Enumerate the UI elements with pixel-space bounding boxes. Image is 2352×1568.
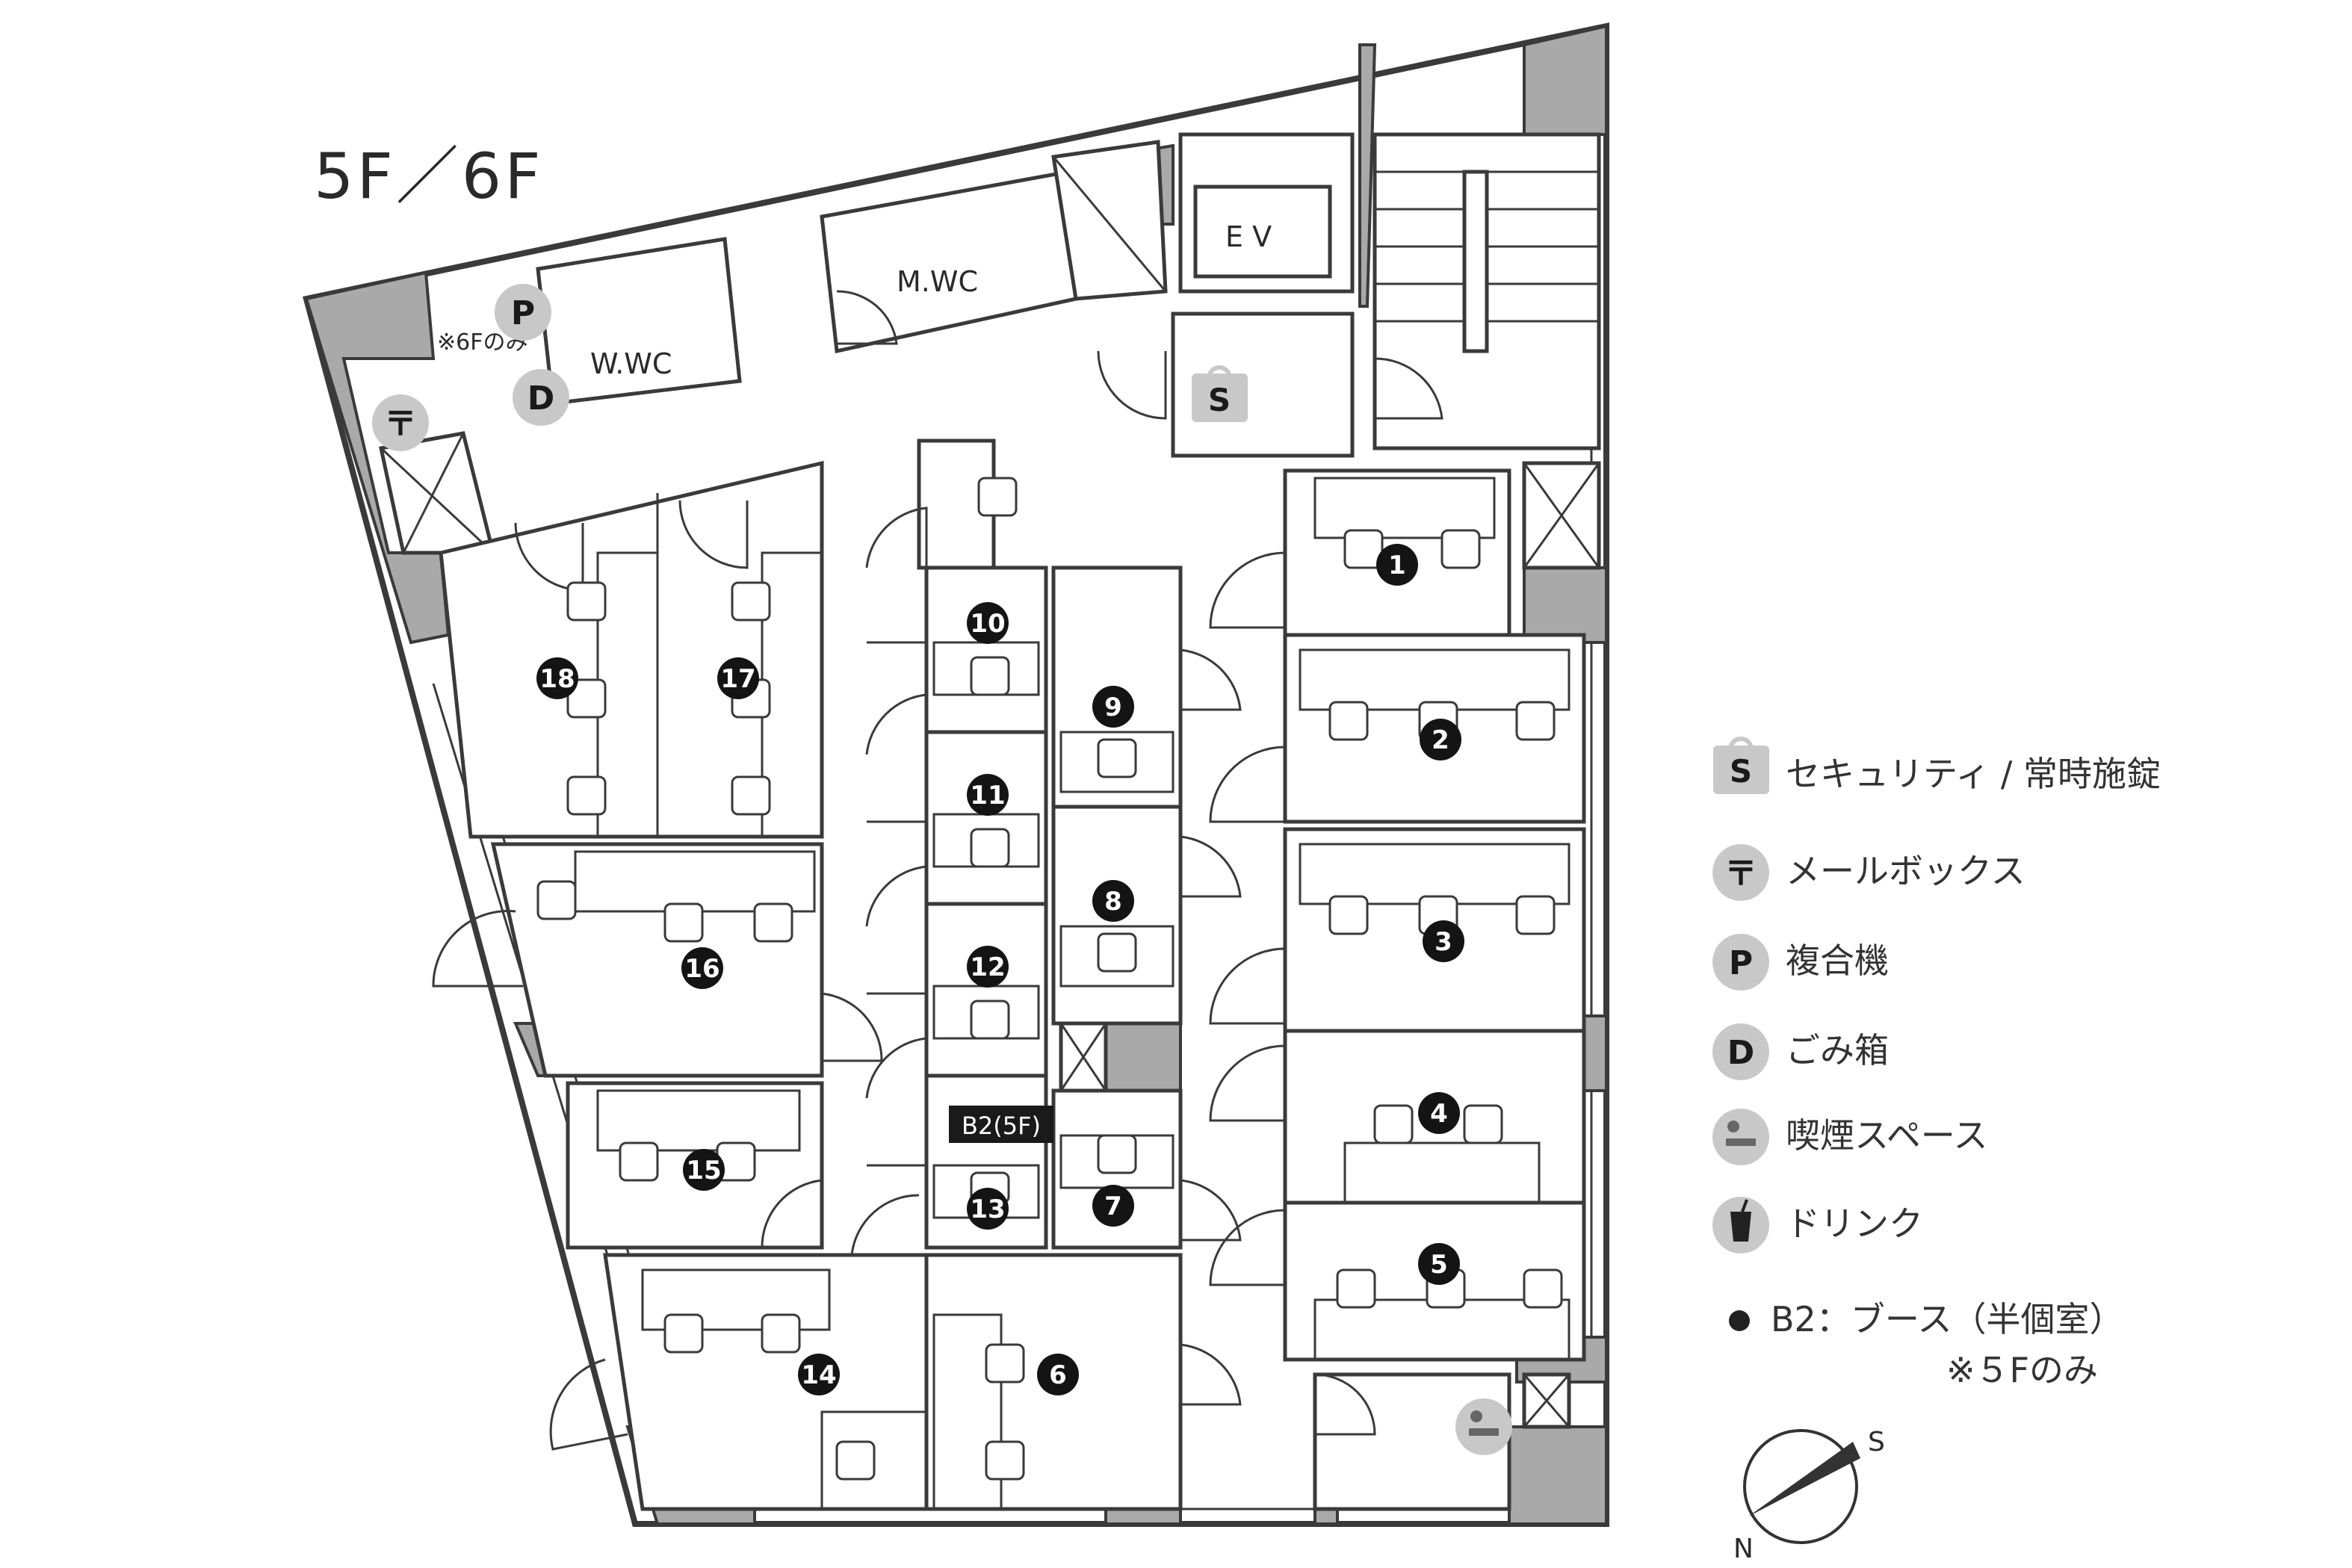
room-number-dot (1376, 544, 1418, 586)
room-number-dot (967, 946, 1009, 988)
smoking-icon (1455, 1398, 1512, 1455)
room-number-label: 16 (684, 954, 719, 984)
legend-booth: B2：ブース（半個室） ※５Fのみ (1729, 1299, 2124, 1390)
doors (432, 290, 1443, 1451)
bullet-icon (1729, 1310, 1750, 1331)
room-number-label: 6 (1049, 1360, 1067, 1390)
svg-text:S: S (1868, 1427, 1885, 1457)
legend: S セキュリティ / 常時施錠 〒 メールボックス P 複合機 D ごみ箱 喫煙… (1712, 737, 2161, 1390)
room-number-dot (967, 602, 1009, 644)
svg-text:※５Fのみ: ※５Fのみ (1946, 1350, 2098, 1390)
svg-text:S: S (1208, 382, 1231, 418)
legend-mailbox: 〒 メールボックス (1712, 844, 2025, 901)
svg-text:S: S (1730, 753, 1752, 790)
room-number-dot (798, 1354, 840, 1395)
svg-text:〒: 〒 (384, 405, 417, 443)
room-number-label: 18 (539, 664, 575, 694)
room-number-label: 2 (1432, 725, 1449, 755)
mailbox-legend-icon (1712, 844, 1769, 901)
room-number-dot (1092, 880, 1134, 922)
svg-text:ごみ箱: ごみ箱 (1786, 1030, 1889, 1070)
room-number-label: 4 (1430, 1099, 1448, 1129)
svg-text:P: P (511, 294, 535, 332)
room-number-label: 5 (1430, 1250, 1448, 1280)
floor-title: 5F／6F (314, 140, 544, 213)
lock-icon (1713, 746, 1769, 794)
compass: N S (1733, 1427, 1885, 1564)
room-number-label: 17 (720, 664, 755, 694)
room-number-label: 8 (1104, 887, 1122, 917)
trash-icon: D (513, 369, 569, 426)
b2-label: B2(5F) (962, 1112, 1041, 1140)
room-number-label: 1 (1388, 551, 1406, 580)
compass-needle-icon (1748, 1442, 1860, 1516)
legend-drink: ドリンク (1712, 1197, 1923, 1254)
svg-text:P: P (1729, 944, 1753, 982)
svg-text:D: D (1727, 1034, 1755, 1072)
printer-legend-icon (1712, 934, 1769, 991)
room-number-dot (1092, 1185, 1134, 1227)
room-number-dot (717, 657, 759, 699)
wwc-label: W.WC (590, 347, 672, 380)
legend-printer: P 複合機 (1712, 934, 1889, 991)
svg-text:複合機: 複合機 (1786, 941, 1889, 981)
svg-text:B2：ブース（半個室）: B2：ブース（半個室） (1771, 1299, 2124, 1339)
room-number-label: 10 (970, 609, 1005, 639)
room-number-dot (967, 1188, 1009, 1230)
room-number-label: 3 (1435, 927, 1452, 957)
mwc-label: M.WC (897, 265, 978, 298)
trash-legend-icon (1712, 1023, 1769, 1080)
svg-text:セキュリティ / 常時施錠: セキュリティ / 常時施錠 (1786, 754, 2161, 794)
room-number-label: 7 (1104, 1192, 1122, 1221)
ev-label: E V (1225, 220, 1272, 253)
svg-text:N: N (1733, 1534, 1754, 1564)
legend-security: S セキュリティ / 常時施錠 (1713, 737, 2161, 794)
printer-icon: P (495, 284, 551, 341)
room-number-dot (967, 774, 1009, 816)
smoking-legend-icon (1712, 1109, 1769, 1165)
room-number-dot (683, 1149, 725, 1191)
svg-text:D: D (527, 379, 555, 418)
room-number-label: 14 (801, 1360, 836, 1390)
room-number-dot (1418, 1092, 1460, 1134)
mailbox-icon: 〒 (372, 394, 429, 451)
room-number-dot (1092, 686, 1134, 728)
legend-smoking: 喫煙スペース (1712, 1109, 1987, 1165)
room-number-label: 12 (970, 952, 1005, 982)
svg-text:メールボックス: メールボックス (1786, 851, 2025, 891)
room-number-dot (536, 657, 578, 699)
room-number-dot (681, 947, 723, 989)
room-number-label: 13 (970, 1194, 1005, 1224)
room-number-dot (1420, 719, 1461, 760)
svg-text:〒: 〒 (1724, 855, 1757, 893)
room-number-dot (1037, 1354, 1079, 1395)
room-number-dot (1423, 920, 1464, 962)
security-badge: S (1192, 365, 1248, 422)
room-number-label: 15 (686, 1156, 721, 1186)
room-number-label: 9 (1104, 692, 1122, 722)
legend-trash: D ごみ箱 (1712, 1023, 1889, 1080)
room-number-dot (1418, 1243, 1460, 1285)
furniture (536, 477, 1570, 1510)
svg-text:ドリンク: ドリンク (1786, 1203, 1923, 1244)
b2-tag (949, 1106, 1053, 1143)
service-core (379, 132, 1601, 1429)
room-number-label: 11 (970, 781, 1005, 811)
svg-text:喫煙スペース: 喫煙スペース (1786, 1115, 1987, 1156)
